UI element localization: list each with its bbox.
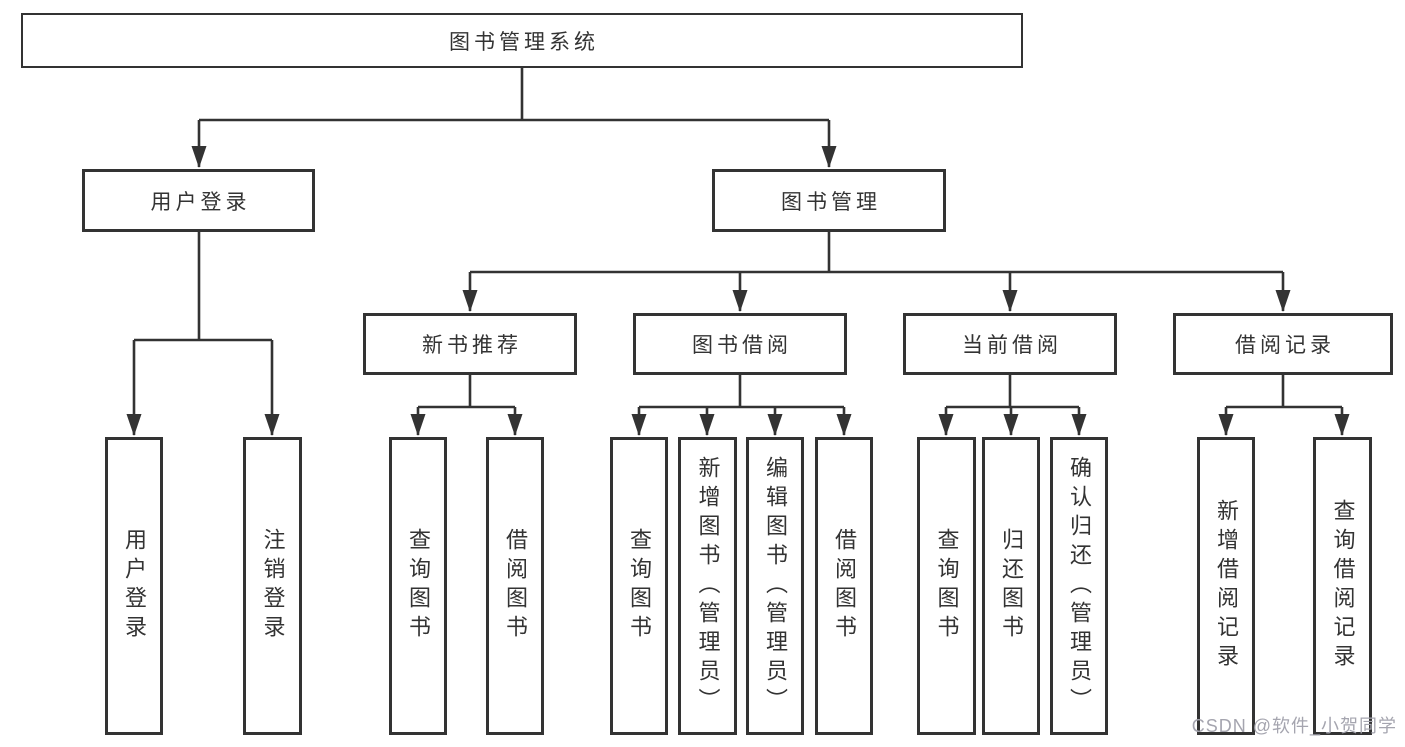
node-root: 图书管理系统: [21, 13, 1023, 68]
leaf-add-book-admin-label: 新增图书（管理员）: [695, 455, 721, 717]
leaf-user-login: 用户登录: [105, 437, 163, 735]
connector-book-borrow: [631, 375, 852, 436]
leaf-edit-book-admin: 编辑图书（管理员）: [746, 437, 804, 735]
leaf-query-books-recommend: 查询图书: [389, 437, 447, 735]
connector-user-login: [126, 232, 280, 436]
leaf-confirm-return-admin-label: 确认归还（管理员）: [1067, 455, 1092, 717]
leaf-add-borrow-record-label: 新增借阅记录: [1214, 499, 1239, 673]
node-borrow-records: 借阅记录: [1173, 313, 1393, 375]
leaf-query-books-borrow-label: 查询图书: [627, 528, 652, 644]
leaf-query-books-current-label: 查询图书: [934, 528, 960, 644]
connector-root: [191, 68, 837, 168]
connector-new-book-recommend: [410, 375, 523, 436]
leaf-edit-book-admin-label: 编辑图书（管理员）: [763, 455, 788, 717]
leaf-return-books: 归还图书: [982, 437, 1040, 735]
node-borrow-records-label: 借阅记录: [1235, 334, 1335, 357]
connector-book-management: [462, 232, 1291, 312]
node-current-borrow-label: 当前借阅: [962, 334, 1062, 357]
leaf-query-books-recommend-label: 查询图书: [406, 528, 431, 644]
leaf-logout-label: 注销登录: [260, 528, 286, 644]
leaf-user-login-label: 用户登录: [122, 528, 147, 644]
leaf-borrow-books: 借阅图书: [815, 437, 873, 735]
leaf-return-books-label: 归还图书: [999, 528, 1024, 644]
node-book-management: 图书管理: [712, 169, 946, 232]
node-user-login: 用户登录: [82, 169, 315, 232]
leaf-query-borrow-record: 查询借阅记录: [1313, 437, 1372, 735]
leaf-borrow-books-recommend-label: 借阅图书: [503, 528, 528, 644]
node-current-borrow: 当前借阅: [903, 313, 1117, 375]
leaf-query-books-borrow: 查询图书: [610, 437, 668, 735]
connector-borrow-records: [1218, 375, 1350, 436]
csdn-watermark: CSDN @软件_小贺同学: [1191, 716, 1397, 736]
leaf-query-borrow-record-label: 查询借阅记录: [1330, 499, 1356, 673]
node-new-book-recommend: 新书推荐: [363, 313, 577, 375]
node-root-label: 图书管理系统: [449, 30, 599, 54]
leaf-add-book-admin: 新增图书（管理员）: [678, 437, 737, 735]
leaf-logout: 注销登录: [243, 437, 302, 735]
leaf-borrow-books-recommend: 借阅图书: [486, 437, 544, 735]
leaf-borrow-books-label: 借阅图书: [832, 528, 857, 644]
leaf-confirm-return-admin: 确认归还（管理员）: [1050, 437, 1108, 735]
node-user-login-label: 用户登录: [150, 190, 251, 214]
node-book-borrow-label: 图书借阅: [692, 334, 792, 357]
node-book-borrow: 图书借阅: [633, 313, 847, 375]
node-book-management-label: 图书管理: [781, 190, 881, 214]
connector-current-borrow: [938, 375, 1087, 436]
leaf-add-borrow-record: 新增借阅记录: [1197, 437, 1255, 735]
leaf-query-books-current: 查询图书: [917, 437, 976, 735]
node-new-book-recommend-label: 新书推荐: [422, 334, 522, 357]
